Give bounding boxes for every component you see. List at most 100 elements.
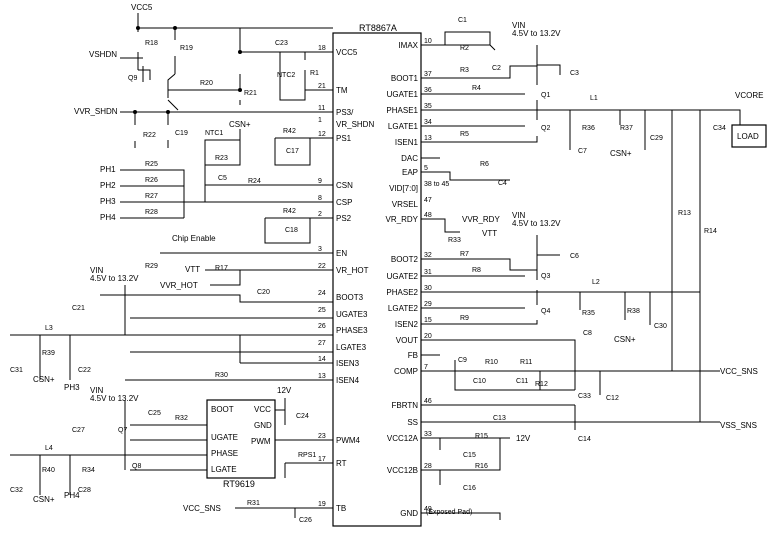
left-pin-name: RT	[336, 459, 347, 468]
left-pin-name: EN	[336, 249, 347, 258]
resistor-label: RPS1	[298, 452, 316, 459]
capacitor-label: C8	[583, 330, 592, 337]
right-pin-number: 38 to 45	[424, 181, 449, 188]
left-pin-name: PHASE3	[336, 326, 368, 335]
vvr-hot-label: VVR_HOT	[160, 281, 198, 290]
right-pin-17: FB	[408, 351, 418, 360]
vin-range-2: 4.5V to 13.2V	[512, 219, 561, 228]
resistor-label: R32	[175, 415, 188, 422]
thermistor-label: NTC2	[277, 72, 295, 79]
vin-range-4: 4.5V to 13.2V	[90, 394, 139, 403]
right-pin-name: COMP	[394, 367, 418, 376]
driver-pin-phase: PHASE	[211, 449, 238, 458]
right-pin-name: VR_RDY	[386, 215, 419, 224]
resistor-label: R2	[460, 45, 469, 52]
right-pin-name: ISEN2	[395, 320, 419, 329]
right-pin-number: 7	[424, 364, 428, 371]
left-pin-12: 26 PHASE3	[318, 323, 368, 335]
vtt-label-2: VTT	[482, 229, 497, 238]
right-pin-name: BOOT1	[391, 74, 419, 83]
left-pin-number: 9	[318, 178, 322, 185]
left-pin-name: PS3/	[336, 108, 354, 117]
csn-plus-label-3: CSN+	[33, 375, 55, 384]
capacitor-label: C26	[299, 517, 312, 524]
vvr-rdy-label: VVR_RDY	[462, 215, 500, 224]
capacitor-label: C23	[275, 40, 288, 47]
left-pin-name: PWM4	[336, 436, 361, 445]
resistor-label: R40	[42, 467, 55, 474]
resistor-label: R37	[620, 125, 633, 132]
driver-pin-ugate: UGATE	[211, 433, 238, 442]
capacitor-label: C27	[72, 427, 85, 434]
right-pin-8: 38 to 45 VID[7:0]	[389, 181, 449, 193]
inductor-label: L3	[45, 325, 53, 332]
left-pin-number: 2	[318, 211, 322, 218]
resistor-label: R15	[475, 433, 488, 440]
left-pin-name: VCC5	[336, 48, 358, 57]
capacitor-label: C14	[578, 436, 591, 443]
right-pin-number: 30	[424, 285, 432, 292]
right-pin-name: VID[7:0]	[389, 184, 418, 193]
right-pin-name: LGATE2	[388, 304, 419, 313]
right-pin-name: PHASE1	[386, 106, 418, 115]
right-pin-number: 29	[424, 301, 432, 308]
right-pin-number: 5	[424, 165, 428, 172]
left-pin-name: PS2	[336, 214, 352, 223]
right-pin-name: BOOT2	[391, 255, 419, 264]
left-pin-name: LGATE3	[336, 343, 367, 352]
capacitor-label: C11	[516, 378, 528, 385]
driver-pin-boot: BOOT	[211, 405, 234, 414]
load-box	[731, 124, 767, 148]
load-label: LOAD	[737, 132, 759, 141]
chip-enable-label: Chip Enable	[172, 234, 216, 243]
vin-label-1: VIN	[512, 21, 526, 30]
right-pin-number: 35	[424, 103, 432, 110]
ph1-label: PH1	[100, 165, 116, 174]
left-pin-number: 26	[318, 323, 326, 330]
right-pin-name: FBRTN	[391, 401, 418, 410]
capacitor-label: C33	[578, 393, 591, 400]
inductor-label: L1	[590, 95, 598, 102]
resistor-label: R12	[535, 381, 548, 388]
capacitor-label: C20	[257, 289, 270, 296]
left-pin-name: ISEN3	[336, 359, 360, 368]
left-pin-name: PS1	[336, 134, 352, 143]
resistor-label: R27	[145, 193, 158, 200]
right-pin-6: DAC	[401, 154, 418, 163]
right-pin-number: 20	[424, 333, 432, 340]
vin-range-3: 4.5V to 13.2V	[90, 274, 139, 283]
transistor-label: Q4	[541, 308, 550, 315]
vin-label-2: VIN	[512, 211, 526, 220]
resistor-label: R16	[475, 463, 488, 470]
left-pin-number: 27	[318, 340, 326, 347]
vss-sns-label: VSS_SNS	[720, 421, 757, 430]
capacitor-label: C1	[458, 17, 467, 24]
right-pin-number: 31	[424, 269, 432, 276]
capacitor-label: C17	[286, 148, 299, 155]
resistor-label: R35	[582, 310, 595, 317]
rt8867a-chip	[332, 32, 422, 527]
v12-label-driver: 12V	[277, 386, 292, 395]
left-pin-name: VR_SHDN	[336, 120, 374, 129]
right-pin-name: SS	[407, 418, 418, 427]
ph3b-label: PH3	[64, 383, 80, 392]
csn-plus-label-r2: CSN+	[614, 335, 636, 344]
transistor-label: Q1	[541, 92, 550, 99]
vin-label-3: VIN	[90, 266, 104, 275]
right-pin-name: VRSEL	[392, 200, 419, 209]
right-pin-14: 29 LGATE2	[388, 301, 432, 313]
driver-pin-pwm: PWM	[251, 437, 271, 446]
capacitor-label: C2	[492, 65, 501, 72]
resistor-label: R21	[244, 90, 257, 97]
main-ic-right-pins: 10IMAX37BOOT136UGATE135PHASE134LGATE113I…	[386, 38, 450, 518]
